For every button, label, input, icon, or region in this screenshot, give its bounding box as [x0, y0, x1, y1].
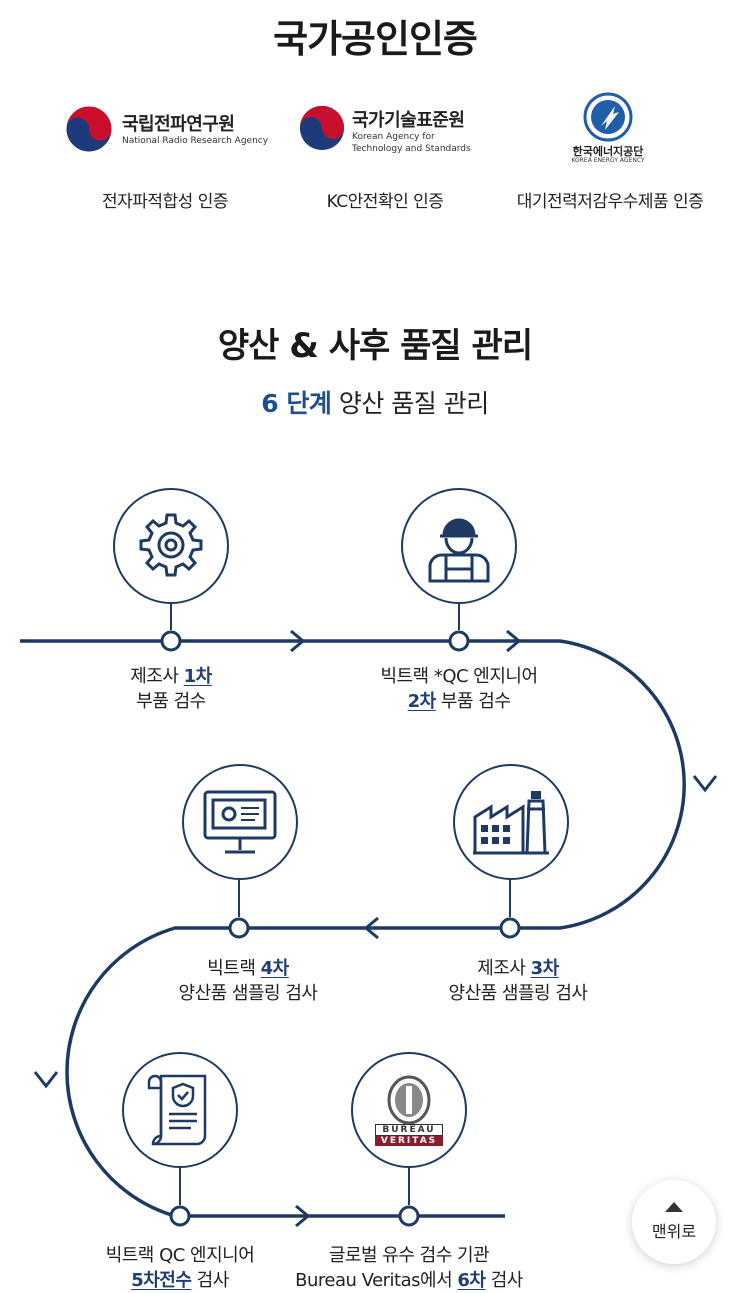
flow-arrow-right: [290, 629, 306, 653]
step-node: [228, 917, 250, 939]
step-5-circle: [122, 1052, 238, 1168]
bureau-veritas-logo: BUREAU VERITAS: [375, 1074, 443, 1146]
bv-seal-icon: [387, 1075, 431, 1124]
quality-subtitle: 6 단계 양산 품질 관리: [0, 384, 750, 420]
gear-icon: [139, 513, 203, 577]
energy-agency-icon: [583, 92, 633, 142]
step-1-label: 제조사 1차 부품 검수: [130, 666, 212, 712]
step-node: [398, 1205, 420, 1227]
monitor-icon: [203, 790, 277, 854]
quality-subtitle-rest: 양산 품질 관리: [331, 389, 489, 418]
factory-icon: [473, 791, 549, 855]
flow-arrow-left: [363, 916, 379, 940]
step-node: [160, 630, 182, 652]
quality-subtitle-accent: 6 단계: [261, 389, 332, 418]
step-6-circle: BUREAU VERITAS: [351, 1052, 467, 1168]
kats-logo: [298, 104, 346, 156]
taegeuk-icon: [299, 105, 345, 151]
quality-title: 양산 & 사후 품질 관리: [217, 326, 533, 366]
flow-arrow-right: [506, 629, 522, 653]
step-6-label: 글로벌 유수 검수 기관 Bureau Veritas에서 6차 검사: [295, 1245, 523, 1291]
document-shield-icon: [147, 1074, 207, 1146]
nrra-logo: [64, 104, 114, 158]
step-3-circle: [453, 764, 569, 880]
cert-label-kc: KC안전확인 인증: [326, 192, 444, 212]
step-5-label: 빅트랙 QC 엔지니어 5차전수 검사: [105, 1245, 255, 1291]
step-node: [448, 630, 470, 652]
bv-top-text: BUREAU: [375, 1124, 443, 1136]
cert-label-emc: 전자파적합성 인증: [101, 192, 229, 212]
step-node: [499, 917, 521, 939]
nrra-name-ko: 국립전파연구원: [122, 114, 235, 135]
kea-name-ko: 한국에너지공단: [572, 145, 644, 158]
page-title: 국가공인인증: [273, 17, 478, 61]
step-1-circle: [113, 488, 229, 604]
step-2-circle: [401, 488, 517, 604]
kats-name-ko: 국가기술표준원: [352, 110, 465, 131]
step-node: [169, 1205, 191, 1227]
flow-arrow-down: [692, 775, 718, 793]
arrow-up-icon: [665, 1202, 683, 1212]
kats-name-en-1: Korean Agency for: [352, 132, 435, 142]
back-to-top-button[interactable]: 맨위로: [632, 1180, 716, 1264]
kats-name-en-2: Technology and Standards: [352, 144, 471, 154]
flow-arrow-down: [33, 1071, 59, 1089]
taegeuk-icon: [65, 105, 113, 153]
step-2-label: 빅트랙 *QC 엔지니어 2차 부품 검수: [380, 666, 538, 712]
cert-label-standby: 대기전력저감우수제품 인증: [516, 192, 704, 212]
step-3-label: 제조사 3차 양산품 샘플링 검사: [448, 958, 588, 1004]
bv-bottom-text: VERITAS: [375, 1136, 443, 1146]
step-4-circle: [182, 764, 298, 880]
nrra-name-en: National Radio Research Agency: [122, 136, 269, 146]
engineer-icon: [428, 518, 490, 583]
kea-logo: [583, 92, 633, 146]
step-4-label: 빅트랙 4차 양산품 샘플링 검사: [178, 958, 318, 1004]
back-to-top-label: 맨위로: [651, 1222, 697, 1241]
flow-arrow-right: [295, 1204, 311, 1228]
kea-name-en: KOREA ENERGY AGENCY: [571, 157, 645, 164]
